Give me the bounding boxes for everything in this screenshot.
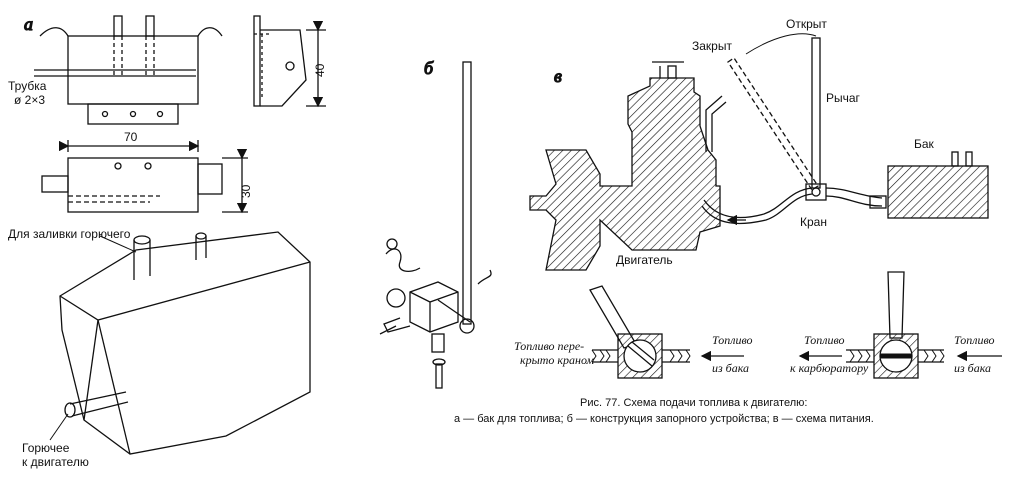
label-tank: Бак	[914, 137, 935, 151]
valve-open-out-line2: к карбюратору	[790, 361, 869, 375]
valve-open-in-line2: из бака	[954, 361, 991, 375]
panel-letter-b: б	[424, 58, 434, 78]
label-open: Открыт	[786, 17, 827, 31]
shutoff-device	[379, 61, 492, 389]
filler-label: Для заливки горючего	[8, 227, 131, 241]
fuel-to-engine-line2: к двигателю	[22, 455, 89, 469]
valve-closed-out-line1: Топливо пере-	[514, 339, 584, 353]
tank-front-view	[34, 15, 223, 125]
label-lever: Рычаг	[826, 91, 861, 105]
lever	[727, 33, 821, 191]
tank-side-view	[253, 15, 326, 108]
dim-height-40: 40	[313, 63, 327, 77]
fuel-tank	[887, 151, 989, 219]
dim-width-30: 30	[239, 184, 253, 198]
tube-label-line1: Трубка	[8, 79, 47, 93]
valve-detail-open	[798, 271, 1002, 379]
caption-line2: а — бак для топлива; б — конструкция зап…	[454, 413, 874, 425]
valve-closed-in-line1: Топливо	[712, 333, 753, 347]
panel-letter-a: а	[24, 14, 33, 34]
valve-open-out-line1: Топливо	[804, 333, 845, 347]
fuel-line-to-engine	[701, 187, 813, 226]
label-closed: Закрыт	[692, 39, 732, 53]
valve-open-in-line1: Топливо	[954, 333, 995, 347]
panel-letter-v: в	[554, 66, 562, 86]
valve-crane	[805, 183, 827, 201]
tank-isometric	[59, 231, 311, 455]
caption-line1: Рис. 77. Схема подачи топлива к двигател…	[580, 397, 807, 409]
valve-detail-closed	[589, 285, 744, 379]
fuel-to-engine-line1: Горючее	[22, 441, 70, 455]
dim-length-70: 70	[124, 130, 138, 144]
tube-label-line2: ø 2×3	[14, 93, 45, 107]
tank-top-view	[41, 140, 248, 214]
valve-closed-in-line2: из бака	[712, 361, 749, 375]
fuel-line-to-tank	[825, 187, 887, 209]
label-valve: Кран	[800, 215, 827, 229]
label-engine: Двигатель	[616, 253, 673, 267]
engine	[529, 61, 727, 271]
valve-closed-out-line2: крыто краном	[520, 353, 595, 367]
